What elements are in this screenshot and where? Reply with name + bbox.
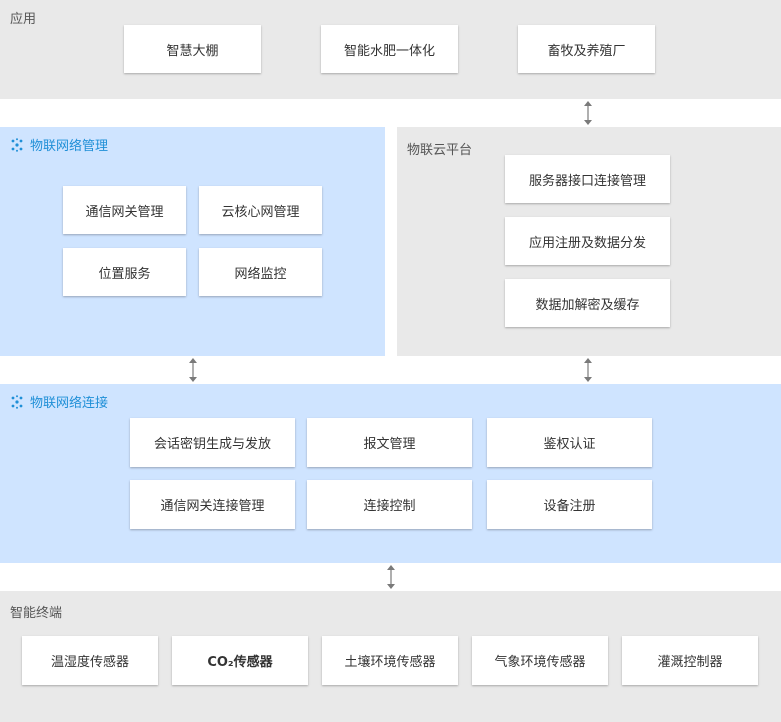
arrow-cloud-connection xyxy=(581,356,595,384)
application-title: 应用 xyxy=(10,12,37,27)
irrigation-controller-box: 灌溉控制器 xyxy=(622,636,758,685)
iot-network-management-title-group: 物联网络管理 xyxy=(10,135,108,154)
iot-network-connection-title: 物联网络连接 xyxy=(30,396,109,411)
co2-sensor-box: CO₂传感器 xyxy=(172,636,308,685)
iot-network-management-layer: 物联网络管理 通信网关管理 云核心网管理 位置服务 网络监控 xyxy=(0,127,385,356)
soil-sensor-box: 土壤环境传感器 xyxy=(322,636,458,685)
network-monitoring-box: 网络监控 xyxy=(199,248,322,296)
temp-humidity-sensor-box: 温湿度传感器 xyxy=(22,636,158,685)
device-registration-box: 设备注册 xyxy=(487,480,652,529)
server-interface-box: 服务器接口连接管理 xyxy=(505,155,670,203)
smart-terminal-title: 智能终端 xyxy=(10,606,63,621)
smart-terminal-layer: 智能终端 温湿度传感器 CO₂传感器 土壤环境传感器 气象环境传感器 灌溉控制器 xyxy=(0,591,781,722)
gateway-connection-management-box: 通信网关连接管理 xyxy=(130,480,295,529)
arrow-management-connection xyxy=(186,356,200,384)
data-encryption-cache-box: 数据加解密及缓存 xyxy=(505,279,670,327)
iot-cloud-platform-layer: 物联云平台 服务器接口连接管理 应用注册及数据分发 数据加解密及缓存 xyxy=(397,127,781,356)
app-registration-box: 应用注册及数据分发 xyxy=(505,217,670,265)
iot-network-connection-title-group: 物联网络连接 xyxy=(10,392,108,411)
network-cluster-icon xyxy=(10,137,24,152)
weather-sensor-box: 气象环境传感器 xyxy=(472,636,608,685)
location-service-box: 位置服务 xyxy=(63,248,186,296)
iot-cloud-platform-title: 物联云平台 xyxy=(407,143,473,158)
iot-network-management-title: 物联网络管理 xyxy=(30,139,109,154)
message-management-box: 报文管理 xyxy=(307,418,472,467)
cloud-core-network-management-box: 云核心网管理 xyxy=(199,186,322,234)
session-key-box: 会话密钥生成与发放 xyxy=(130,418,295,467)
smart-greenhouse-box: 智慧大棚 xyxy=(124,25,261,73)
application-layer: 应用 智慧大棚 智能水肥一体化 畜牧及养殖厂 xyxy=(0,0,781,99)
smart-water-fertilizer-box: 智能水肥一体化 xyxy=(321,25,458,73)
network-cluster-icon xyxy=(10,394,24,409)
arrow-application-cloud xyxy=(581,99,595,127)
iot-network-connection-layer: 物联网络连接 会话密钥生成与发放 报文管理 鉴权认证 通信网关连接管理 连接控制… xyxy=(0,384,781,563)
connection-control-box: 连接控制 xyxy=(307,480,472,529)
gateway-management-box: 通信网关管理 xyxy=(63,186,186,234)
authentication-box: 鉴权认证 xyxy=(487,418,652,467)
livestock-farm-box: 畜牧及养殖厂 xyxy=(518,25,655,73)
arrow-connection-terminal xyxy=(384,563,398,591)
